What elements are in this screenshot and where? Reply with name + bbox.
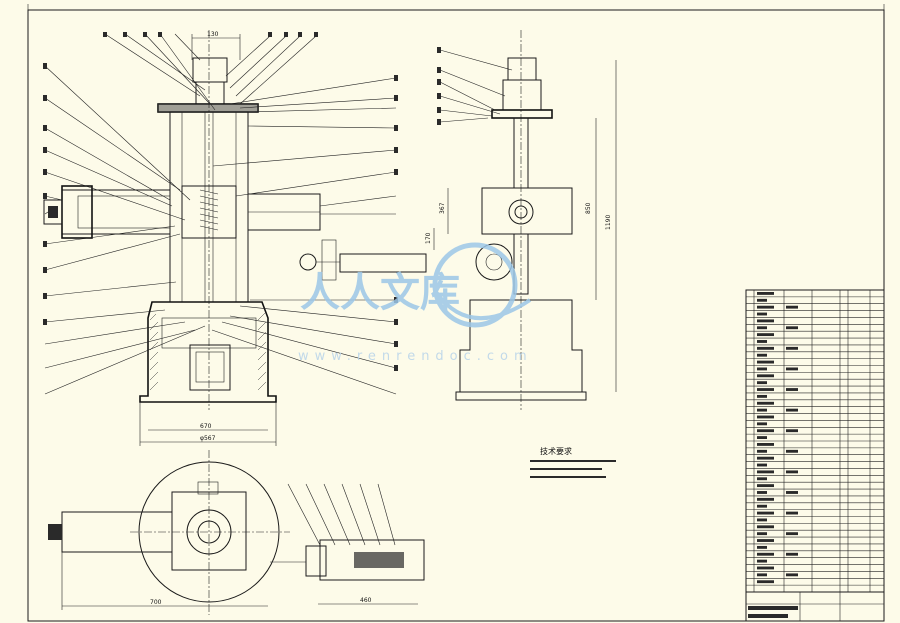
dim-detail-460: 460 — [360, 597, 372, 604]
detail-view: 460 — [270, 483, 425, 605]
dim-plan-700: 700 — [150, 599, 162, 606]
technical-notes: 技术要求 — [530, 446, 616, 478]
dim-side-170: 170 — [425, 232, 432, 244]
dim-side-367: 367 — [439, 202, 446, 214]
dim-top-width: 130 — [207, 31, 219, 38]
front-view: 130 — [43, 30, 398, 446]
watermark-brand: 人人文库 — [300, 270, 460, 316]
watermark-url: www.renrendoc.com — [298, 349, 533, 364]
dim-base-inner: 670 — [200, 423, 212, 430]
dim-side-1190: 1190 — [605, 215, 612, 230]
notes-title: 技术要求 — [540, 446, 572, 456]
watermark: 人人文库 www.renrendoc.com — [298, 242, 533, 364]
plan-view: 700 — [48, 450, 290, 615]
parts-list — [745, 289, 885, 622]
side-view: 850 1190 367 170 — [299, 30, 617, 410]
dim-side-850: 850 — [585, 202, 592, 214]
dim-base-outer: φ567 — [200, 435, 216, 442]
